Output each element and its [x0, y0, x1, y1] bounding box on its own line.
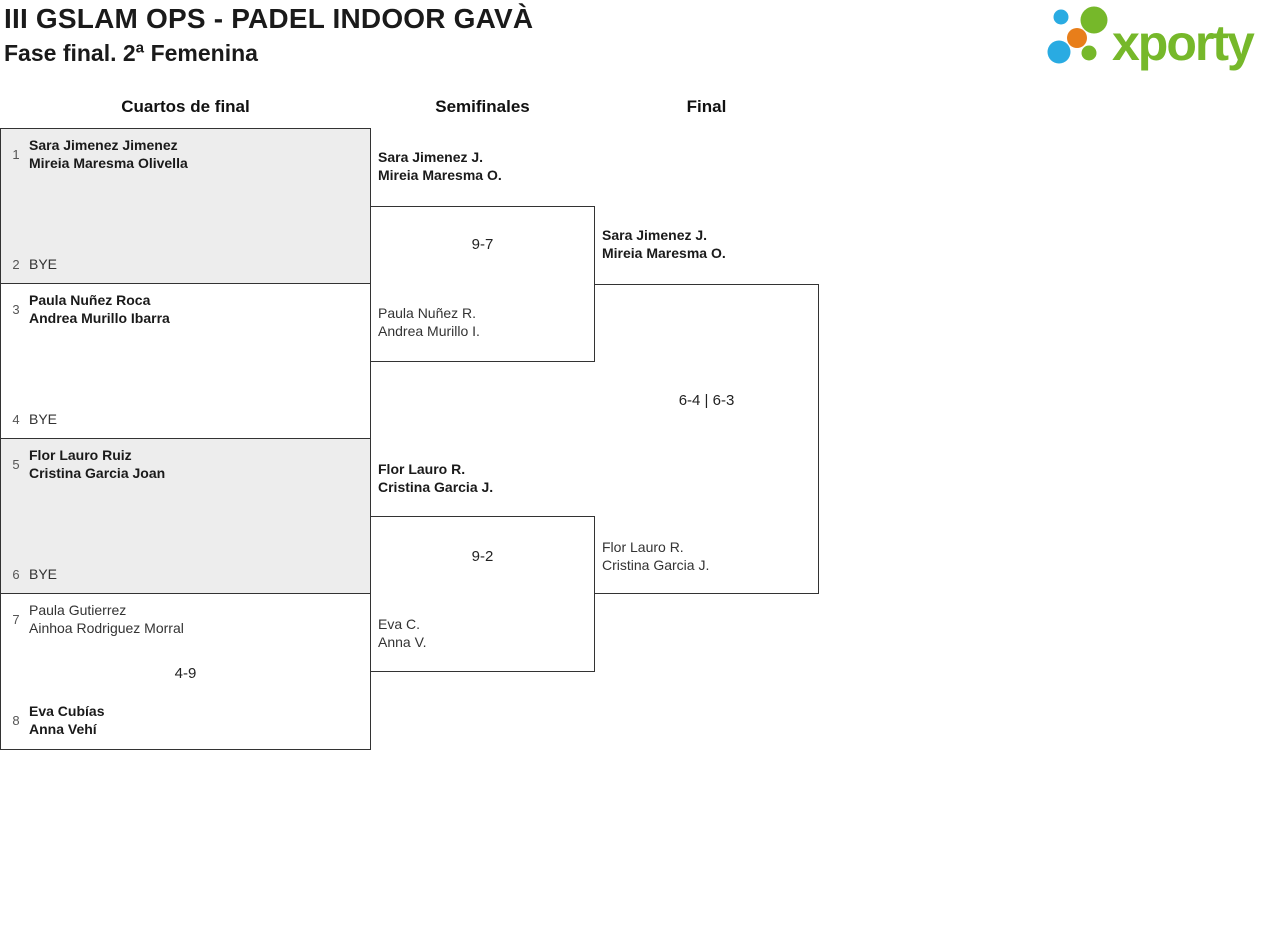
match-semifinal-2 — [370, 516, 595, 672]
logo-dot-orange — [1067, 28, 1087, 48]
team-names: Flor Lauro R. Cristina Garcia J. — [378, 460, 588, 496]
logo-dot-green-large — [1080, 6, 1108, 34]
seed-number: 5 — [12, 456, 20, 472]
team-row: 6 BYE — [7, 565, 364, 583]
player-line: Eva Cubías — [29, 703, 105, 719]
seed-number: 7 — [12, 611, 20, 627]
player-line: Flor Lauro R. — [378, 461, 466, 477]
team-names: BYE — [29, 410, 57, 428]
score-semifinal-1: 9-7 — [471, 236, 494, 253]
team-row: 4 BYE — [7, 410, 364, 428]
player-line: Flor Lauro R. — [602, 539, 684, 555]
player-line: Anna V. — [378, 634, 427, 650]
player-line: BYE — [29, 411, 58, 427]
seed-number: 1 — [12, 146, 20, 162]
player-line: Mireia Maresma O. — [602, 245, 726, 261]
player-line: Paula Nuñez Roca — [29, 292, 151, 308]
seed-number: 2 — [12, 256, 20, 272]
player-line: BYE — [29, 566, 58, 582]
player-line: BYE — [29, 256, 58, 272]
seed-number: 8 — [12, 712, 20, 728]
player-line: Paula Nuñez R. — [378, 305, 477, 321]
player-line: Sara Jimenez Jimenez — [29, 137, 178, 153]
tournament-title: III GSLAM OPS - PADEL INDOOR GAVÀ — [4, 3, 534, 34]
logo-dot-blue-large — [1047, 40, 1071, 64]
team-row: 2 BYE — [7, 255, 364, 273]
team-names: Paula Nuñez R. Andrea Murillo I. — [378, 304, 588, 340]
player-line: Mireia Maresma Olivella — [29, 155, 188, 171]
player-line: Eva C. — [378, 616, 421, 632]
round-header-final: Final — [686, 97, 727, 116]
team-names: Eva C. Anna V. — [378, 615, 588, 651]
player-line: Andrea Murillo I. — [378, 323, 480, 339]
player-line: Flor Lauro Ruiz — [29, 447, 132, 463]
score-semifinal-2: 9-2 — [471, 548, 494, 565]
player-line: Andrea Murillo Ibarra — [29, 310, 170, 326]
seed-number: 6 — [12, 566, 20, 582]
logo-dot-green-small — [1081, 45, 1097, 61]
player-line: Anna Vehí — [29, 721, 97, 737]
team-names: BYE — [29, 565, 57, 583]
team-names: BYE — [29, 255, 57, 273]
player-line: Cristina Garcia J. — [378, 479, 494, 495]
player-line: Sara Jimenez J. — [602, 227, 708, 243]
player-line: Cristina Garcia Joan — [29, 465, 166, 481]
team-names: Sara Jimenez J. Mireia Maresma O. — [378, 148, 588, 184]
player-line: Sara Jimenez J. — [378, 149, 484, 165]
page-header: III GSLAM OPS - PADEL INDOOR GAVÀ Fase f… — [4, 3, 533, 67]
seed-number: 3 — [12, 301, 20, 317]
player-line: Mireia Maresma O. — [378, 167, 502, 183]
score-quarterfinal-4: 4-9 — [174, 665, 197, 682]
round-header-cuartos: Cuartos de final — [121, 97, 250, 116]
round-header-semifinales: Semifinales — [435, 97, 530, 116]
match-final — [594, 284, 819, 594]
player-line: Paula Gutierrez — [29, 602, 127, 618]
xporty-logo[interactable]: xporty — [1046, 2, 1280, 74]
phase-subtitle: Fase final. 2ª Femenina — [4, 40, 258, 66]
logo-dots-icon — [1047, 6, 1108, 64]
logo-wordmark: xporty — [1112, 15, 1255, 71]
team-names: Sara Jimenez J. Mireia Maresma O. — [602, 226, 812, 262]
logo-dot-blue-small — [1053, 9, 1069, 25]
team-names: Flor Lauro R. Cristina Garcia J. — [602, 538, 812, 574]
score-final: 6-4 | 6-3 — [678, 392, 735, 409]
seed-number: 4 — [12, 411, 20, 427]
player-line: Ainhoa Rodriguez Morral — [29, 620, 184, 636]
player-line: Cristina Garcia J. — [602, 557, 710, 573]
